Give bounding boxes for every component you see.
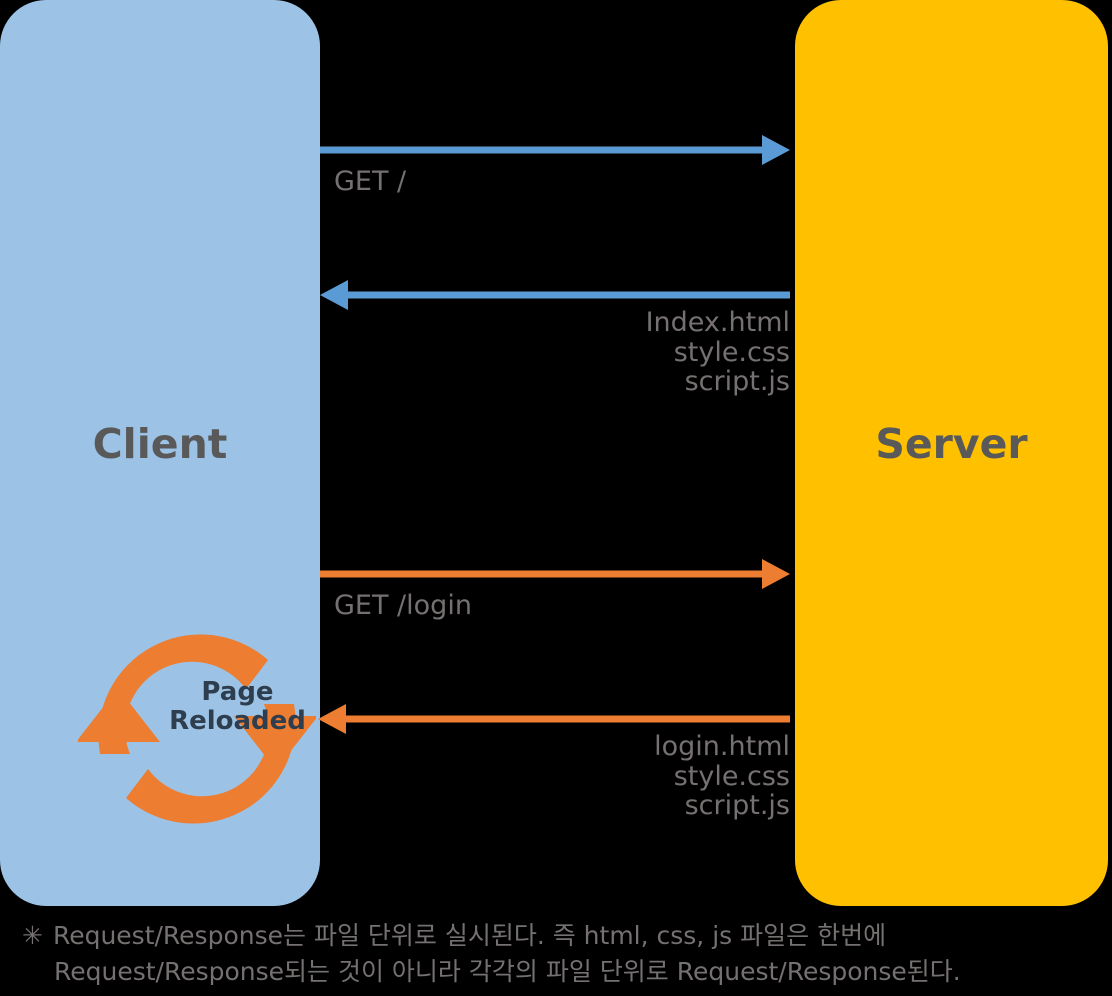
- file-name: style.css: [673, 760, 790, 792]
- file-name: script.js: [684, 366, 790, 398]
- label-response-index-files: Index.html style.css script.js: [540, 308, 790, 397]
- reload-line: Reloaded: [169, 706, 306, 737]
- footnote: ✳ Request/Response는 파일 단위로 실시된다. 즉 html, …: [22, 918, 1092, 989]
- client-node-box: Client: [0, 0, 320, 906]
- refresh-circular-arrows-icon: [78, 634, 316, 824]
- file-name: Index.html: [645, 307, 790, 338]
- label-response-login-files: login.html style.css script.js: [540, 732, 790, 821]
- footnote-line-1: ✳ Request/Response는 파일 단위로 실시된다. 즉 html, …: [22, 918, 1092, 954]
- footnote-text: Request/Response는 파일 단위로 실시된다. 즉 html, c…: [52, 921, 887, 950]
- footnote-line-2: Request/Response되는 것이 아니라 각각의 파일 단위로 Req…: [54, 956, 961, 986]
- client-node-label: Client: [92, 420, 228, 468]
- arrow-response-index: [320, 280, 790, 310]
- file-name: login.html: [654, 731, 790, 762]
- file-name: script.js: [684, 790, 790, 822]
- server-node-label: Server: [875, 420, 1028, 468]
- arrow-get-login: [320, 559, 790, 589]
- page-reloaded-badge: Page Reloaded: [78, 626, 316, 832]
- label-get-login: GET /login: [334, 590, 472, 621]
- label-get-root: GET /: [334, 166, 407, 197]
- reload-line: Page: [201, 677, 274, 707]
- page-reloaded-label: Page Reloaded: [140, 677, 335, 737]
- file-name: style.css: [673, 336, 790, 368]
- asterisk-icon: ✳: [22, 921, 43, 950]
- arrow-response-login: [318, 704, 790, 734]
- arrow-get-root: [320, 135, 790, 165]
- server-node-box: Server: [795, 0, 1108, 906]
